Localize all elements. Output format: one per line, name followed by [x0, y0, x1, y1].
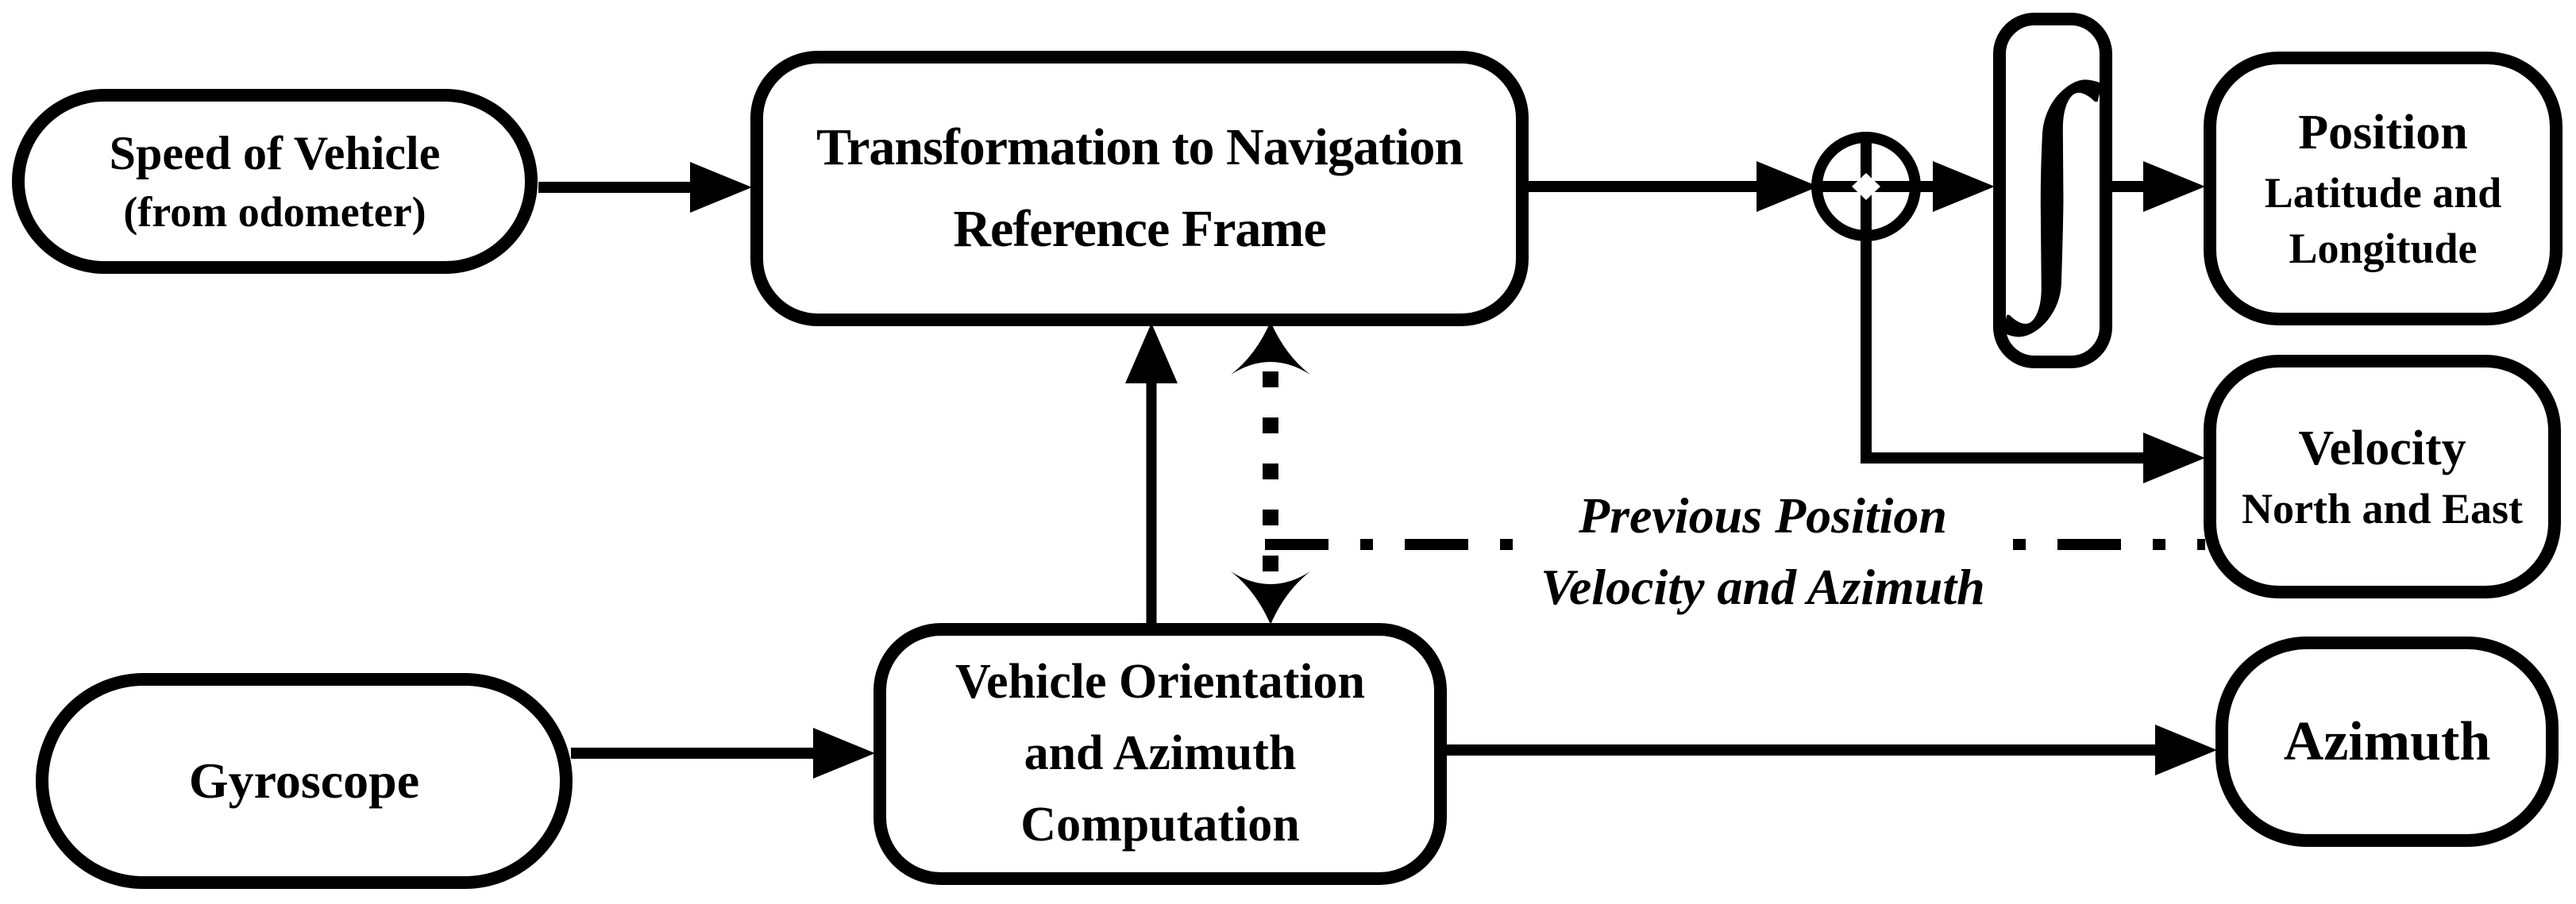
arrow-integrator-to-position [2111, 161, 2205, 212]
summing-junction-icon [1811, 132, 1921, 241]
node-label: and Azimuth [1024, 726, 1297, 781]
feedback-label-line: Velocity and Azimuth [1541, 559, 1985, 615]
open-arrowhead-down-icon [1231, 571, 1310, 625]
node-label: Longitude [2289, 224, 2478, 272]
node-label: Gyroscope [188, 752, 420, 810]
arrow-gyroscope-to-orientation [571, 728, 875, 779]
node-label: Velocity [2298, 421, 2466, 476]
node-label: Speed of Vehicle [109, 127, 441, 180]
node-label: Latitude and [2264, 168, 2502, 217]
node-label: Vehicle Orientation [954, 655, 1366, 710]
node-label: Position [2298, 106, 2468, 160]
arrow-orientation-to-azimuth [1445, 725, 2217, 775]
node-label: Azimuth [2283, 711, 2491, 772]
node-gyroscope: Gyroscope [36, 673, 573, 889]
node-label: Transformation to Navigation [816, 118, 1463, 177]
node-velocity: Velocity North and East [2204, 355, 2561, 598]
arrow-speed-to-transformation [538, 162, 752, 213]
node-integrator: ∫ [1993, 13, 2112, 368]
node-orientation: Vehicle Orientation and Azimuth Computat… [873, 623, 1447, 885]
arrow-junction-to-velocity [1861, 234, 2205, 483]
feedback-dotted-arrow [1231, 321, 1310, 625]
node-position: Position Latitude and Longitude [2204, 52, 2563, 325]
feedback-label: Previous Position Velocity and Azimuth [1485, 480, 2041, 623]
integral-icon: ∫ [2016, 34, 2089, 324]
arrow-orientation-to-transformation [1125, 323, 1178, 625]
node-transformation: Transformation to Navigation Reference F… [750, 51, 1529, 326]
node-azimuth: Azimuth [2215, 637, 2559, 847]
arrow-junction-to-integrator [1914, 161, 1995, 212]
node-label: Computation [1020, 797, 1300, 852]
node-speed-of-vehicle: Speed of Vehicle (from odometer) [12, 89, 538, 274]
arrow-transformation-to-junction [1527, 161, 1818, 212]
node-label: Reference Frame [953, 199, 1326, 258]
open-arrowhead-up-icon [1231, 321, 1310, 375]
node-label: North and East [2241, 484, 2524, 533]
node-label: (from odometer) [123, 188, 426, 237]
feedback-label-line: Previous Position [1578, 487, 1948, 544]
